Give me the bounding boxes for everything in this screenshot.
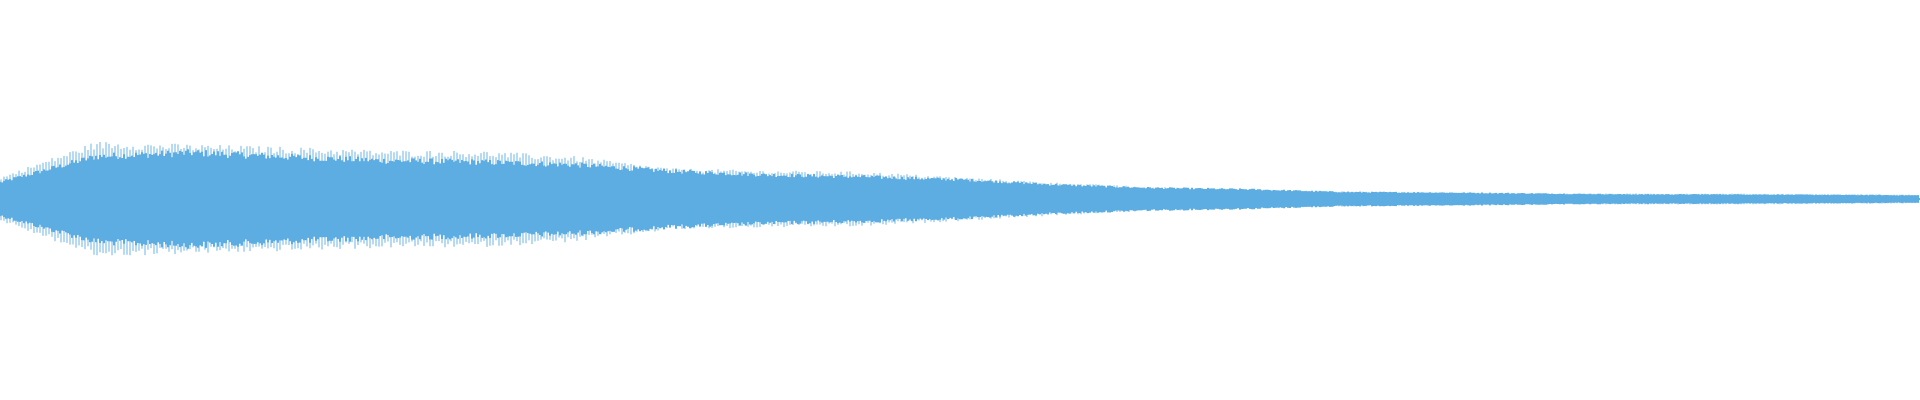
waveform-lines [0, 142, 1920, 256]
